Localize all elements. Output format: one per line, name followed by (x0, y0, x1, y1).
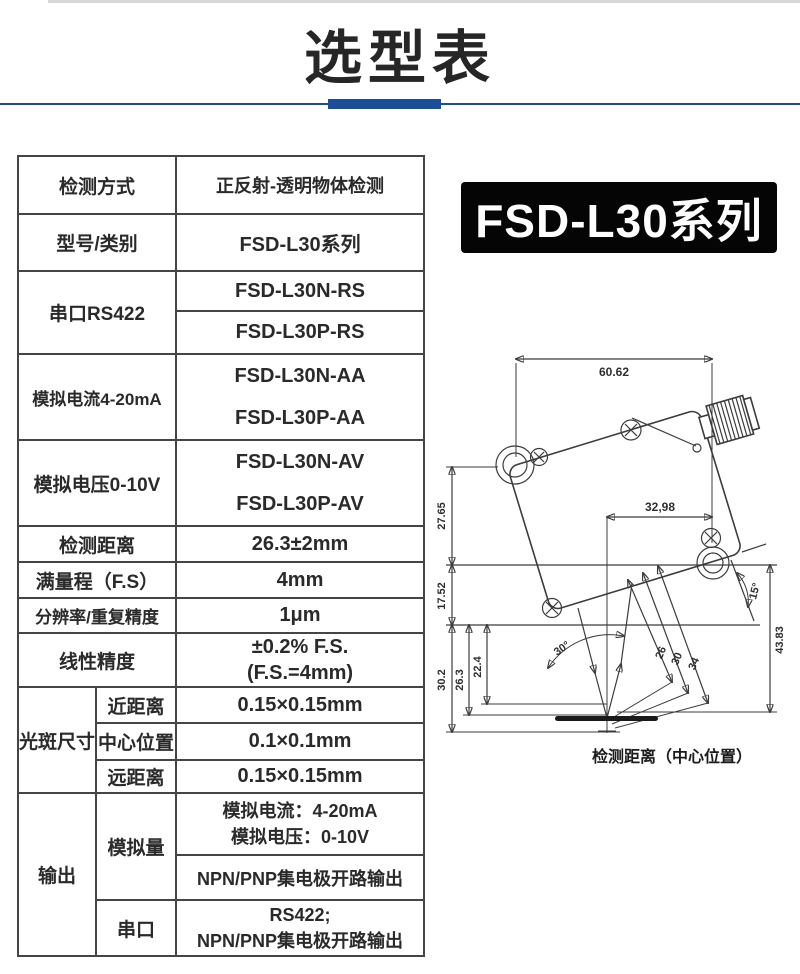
cable-connector (697, 394, 761, 446)
model-aa-n: FSD-L30N-AA (234, 365, 366, 387)
table-row: 输出 模拟量 模拟电流：4-20mA 模拟电压：0-10V (17, 792, 426, 957)
row-label-output: 输出 (17, 792, 97, 957)
dim-right-height: 43.83 (617, 565, 786, 712)
dim-left-group: 27.65 17.52 30.2 26.3 22.4 (436, 467, 620, 732)
row-value-npn-out: NPN/PNP集电极开路输出 (175, 854, 426, 901)
table-row: 模拟电压0-10V FSD-L30N-AV FSD-L30P-AV (16, 439, 426, 527)
dim-label: 34 (686, 655, 702, 672)
screw-icon (529, 447, 549, 467)
sub-label-serial: 串口 (94, 899, 178, 957)
mounting-lug-top-left (495, 445, 535, 485)
table-row: 串口 RS422; NPN/PNP集电极开路输出 (18, 899, 426, 957)
dim-label: 17.52 (436, 582, 448, 610)
top-divider (48, 0, 800, 3)
sensor-body (509, 410, 741, 610)
model-aa-p: FSD-L30P-AA (235, 407, 366, 429)
row-value-analog-current: FSD-L30N-AA FSD-L30P-AA (175, 353, 426, 441)
diagram-caption: 检测距离（中心位置） (592, 747, 752, 766)
table-row: 中心位置 0.1×0.1mm (18, 722, 426, 761)
dim-label: 27.65 (436, 502, 448, 530)
row-value-spot-far: 0.15×0.15mm (175, 759, 426, 794)
dim-label: 30° (552, 639, 573, 658)
dim-tilt-angle: 15° (737, 573, 763, 607)
table-row: 光斑尺寸 近距离 0.15×0.15mm (17, 686, 426, 794)
table-row: FSD-L30P-RS (18, 310, 426, 355)
row-value-detect-distance: 26.3±2mm (175, 525, 426, 563)
table-row: 检测距离 26.3±2mm (16, 525, 426, 563)
row-value-detect-method: 正反射-透明物体检测 (175, 155, 426, 215)
table-row: 满量程（F.S） 4mm (16, 561, 426, 599)
title-divider-bar (328, 99, 441, 109)
row-value-rs422-p: FSD-L30P-RS (175, 310, 426, 355)
page-title: 选型表 (303, 26, 496, 91)
dim-center-offset: 32,98 (607, 500, 712, 517)
row-value-spot-near: 0.15×0.15mm (175, 686, 426, 724)
row-label-model: 型号/类别 (16, 213, 178, 272)
row-value-model: FSD-L30系列 (175, 213, 426, 272)
sub-label-center: 中心位置 (94, 722, 178, 761)
screw-icon (700, 527, 722, 549)
row-label-analog-current: 模拟电流4-20mA (16, 353, 178, 441)
linearity-line2: (F.S.=4mm) (246, 662, 354, 684)
row-label-full-scale: 满量程（F.S） (16, 561, 178, 599)
dim-label: 30.2 (436, 669, 448, 690)
table-row: 串口RS422 FSD-L30N-RS (16, 270, 426, 355)
sub-label-far: 远距离 (94, 759, 178, 794)
dimension-diagram: 60.62 32,98 27.65 17.52 30.2 26.3 22.4 3… (436, 330, 786, 766)
row-value-analog-voltage: FSD-L30N-AV FSD-L30P-AV (175, 439, 426, 527)
row-label-linearity: 线性精度 (16, 632, 178, 688)
row-label-analog-voltage: 模拟电压0-10V (16, 439, 178, 527)
table-row: 模拟电流4-20mA FSD-L30N-AA FSD-L30P-AA (16, 353, 426, 441)
row-label-resolution: 分辨率/重复精度 (16, 597, 178, 634)
table-row: NPN/PNP集电极开路输出 (18, 854, 426, 901)
sub-label-near: 近距离 (94, 686, 178, 724)
row-value-analog-out: 模拟电流：4-20mA 模拟电压：0-10V (175, 792, 426, 856)
spec-table: 检测方式 正反射-透明物体检测 型号/类别 FSD-L30系列 串口RS422 … (16, 155, 426, 957)
row-label-spot-size: 光斑尺寸 (17, 686, 97, 794)
screw-icon (541, 597, 563, 619)
table-row: 远距离 0.15×0.15mm (18, 759, 426, 794)
dim-label: 22.4 (472, 655, 484, 677)
target-surface (555, 716, 658, 721)
screw-icon (620, 419, 642, 441)
dim-label: 26 (653, 645, 669, 661)
analog-out-voltage: 模拟电压：0-10V (230, 827, 370, 847)
dim-label: 15° (747, 582, 763, 601)
row-value-resolution: 1μm (175, 597, 426, 634)
dim-label: 30 (669, 651, 685, 667)
table-row: 线性精度 ±0.2% F.S. (F.S.=4mm) (16, 632, 426, 688)
linearity-line1: ±0.2% F.S. (251, 636, 349, 658)
model-av-p: FSD-L30P-AV (236, 493, 364, 515)
row-value-rs422-n: FSD-L30N-RS (175, 270, 426, 312)
table-row: 检测方式 正反射-透明物体检测 (16, 155, 426, 215)
model-av-n: FSD-L30N-AV (235, 451, 365, 473)
row-label-rs422: 串口RS422 (16, 270, 178, 355)
analog-out-current: 模拟电流：4-20mA (222, 801, 378, 821)
serial-out-npn: NPN/PNP集电极开路输出 (197, 931, 404, 951)
row-label-detect-method: 检测方式 (16, 155, 178, 215)
row-value-linearity: ±0.2% F.S. (F.S.=4mm) (175, 632, 426, 688)
row-value-full-scale: 4mm (175, 561, 426, 599)
table-row: 型号/类别 FSD-L30系列 (16, 213, 426, 272)
dim-label: 32,98 (645, 500, 675, 514)
row-label-detect-distance: 检测距离 (16, 525, 178, 563)
dim-label: 60.62 (599, 365, 629, 379)
dim-label: 43.83 (774, 626, 786, 654)
row-value-serial-out: RS422; NPN/PNP集电极开路输出 (175, 899, 426, 957)
row-value-spot-center: 0.1×0.1mm (175, 722, 426, 761)
serial-out-rs422: RS422; (269, 905, 331, 925)
series-banner: FSD-L30系列 (461, 182, 777, 253)
dim-label: 26.3 (454, 669, 466, 690)
sub-label-analog: 模拟量 (94, 792, 178, 901)
table-row: 分辨率/重复精度 1μm (16, 597, 426, 634)
dim-top-width: 60.62 (516, 359, 712, 543)
